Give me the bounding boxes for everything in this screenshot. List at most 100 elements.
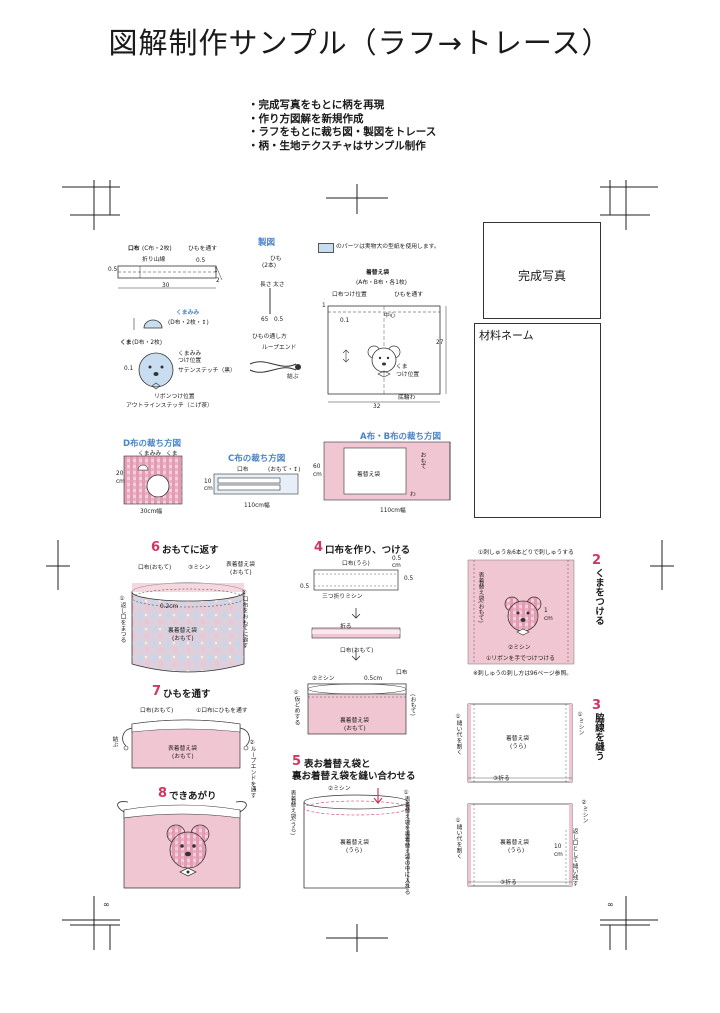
step6-kuchi: 口布(おもて): [138, 565, 172, 571]
kuma-drawing: [138, 352, 174, 390]
step6-number: 6: [151, 540, 161, 555]
kuma-sub: (D布・2枚): [132, 340, 163, 346]
material-placeholder: 材料ネーム: [474, 323, 601, 518]
dim-label: 0.5: [300, 584, 310, 590]
step3-title: 脇線を縫う: [593, 713, 604, 761]
step6-left: ①返し口をまつる: [119, 596, 125, 643]
step2-footnote: ※刺しゅうの刺し方は96ページ参照。: [473, 671, 573, 677]
cut-c-kuchi: 口布: [237, 467, 249, 473]
dim-unit: cm: [313, 472, 322, 478]
himo-sub: (2本): [262, 263, 277, 269]
note-item: ・ラフをもとに裁ち図・製図をトレース: [248, 126, 437, 138]
bag-kuchi: 口布つけ位置: [332, 292, 367, 298]
dim-label: 0.5: [108, 267, 118, 273]
dim-unit: cm: [554, 852, 563, 858]
cut-ab-bag: 着替え袋: [357, 472, 381, 478]
step3-inner2: 裏着替え袋: [500, 840, 529, 846]
step3-number: 3: [592, 698, 602, 713]
step3-drawing-1: [467, 703, 573, 783]
cut-ab-omote: おもて: [419, 452, 425, 470]
himo-title: ひも: [270, 256, 282, 262]
step4-inner-sub: (おもて): [344, 726, 366, 732]
step3-inner2-sub: (うら): [508, 848, 525, 854]
step7-title: ひもを通す: [163, 689, 211, 700]
cut-ab-title: A布・B布の裁ち方図: [360, 432, 442, 442]
step7-loop: ②ループエンドを通す: [249, 740, 255, 799]
page-number-left: ∞: [103, 900, 110, 909]
step4-inner: 裏着替え袋: [340, 718, 369, 724]
cut-d-kuma: くま: [166, 451, 178, 457]
step3-right2b: 返し口として縫い残す: [571, 828, 577, 886]
cut-ab-drawing: [323, 441, 451, 501]
step4-number: 4: [314, 540, 324, 555]
dim-unit: cm: [116, 479, 125, 485]
himo-knot-drawing: [249, 361, 301, 373]
bag-drawing: [327, 305, 447, 403]
himo-length-label: 長さ: [260, 282, 272, 288]
dim-label: 60: [313, 464, 321, 470]
step2-ribbon: ①リボンを手でつけつける: [486, 656, 555, 662]
step3-right2: ②ミシン: [581, 800, 587, 824]
step4-bag-drawing: [307, 683, 407, 735]
step7-bag-sub: (おもて): [172, 754, 194, 760]
step5-inner: 裏着替え袋: [340, 840, 369, 846]
cut-c-drawing: [213, 473, 299, 495]
step4-oru: 折る: [340, 624, 352, 630]
step3-oru: ③折る: [493, 776, 510, 782]
step2-title: くまをつける: [593, 568, 604, 625]
kuchinuno-himo: ひもを通す: [188, 246, 217, 252]
step3-left: ①縫い代を割く: [455, 714, 461, 755]
himo-thick-label: 太さ: [273, 282, 285, 288]
step6-inner: 裏着替え袋: [168, 628, 197, 634]
step5-mishin: ②ミシン: [328, 786, 351, 792]
kumamimi-sub: (D布・2枚・↕): [168, 320, 209, 326]
step5-left: 表着替え袋(うら): [289, 790, 295, 836]
step3-inner: 着替え袋: [506, 736, 530, 742]
step5-drawing: [303, 788, 409, 889]
step4-mishin: ②ミシン: [312, 676, 335, 682]
cut-d-kumamimi: くまみみ: [138, 451, 162, 457]
step5-title: 表お着替え袋と: [304, 759, 371, 770]
step6-mishin: ③ミシン: [188, 565, 211, 571]
dim-label: 10: [554, 844, 562, 850]
step6-drawing: [131, 582, 245, 673]
step7-bag: 表着替え袋: [168, 746, 197, 752]
dim-label: 0.1: [124, 366, 134, 372]
himo-loop: ループエンド: [262, 345, 297, 351]
kumamimi-title: くまみみ: [176, 310, 200, 316]
step8-title: できあがり: [169, 791, 217, 802]
note-item: ・完成写真をもとに柄を再現: [248, 99, 385, 111]
dim-label: 20: [116, 471, 124, 477]
dim-unit: cm: [204, 486, 213, 492]
cut-d-width: 30cm幅: [140, 509, 163, 515]
kuma-mimi-pos2: つけ位置: [178, 358, 202, 364]
dim-label: 0.5: [404, 576, 414, 582]
step2-bag: 表着替え袋(おもて): [477, 572, 483, 623]
step3-right: ①ミシン: [577, 712, 583, 736]
kumamimi-drawing: [133, 318, 163, 330]
himo-toshikata: ひもの通し方: [252, 334, 287, 340]
legend-text: のパーツは実物大の型紙を使用します。: [336, 244, 440, 250]
step5-inner-sub: (うら): [346, 848, 363, 854]
step4-kuchi2: 口布: [396, 670, 408, 676]
cut-c-title: C布の裁ち方図: [228, 454, 286, 464]
cut-ab-width: 110cm幅: [380, 508, 406, 514]
kuma-ribbon: リボンつけ位置: [154, 394, 195, 400]
himo-length: 65: [261, 317, 269, 323]
dim-label: 0.5cm: [364, 676, 383, 682]
step6-bag: 表着替え袋: [226, 562, 255, 568]
bag-kuma-pos: くま: [396, 364, 408, 370]
dim-label: 1: [322, 303, 326, 309]
note-item: ・柄・生地テクスチャはサンプル制作: [248, 139, 426, 152]
dim-label: 0.1: [340, 318, 350, 324]
step6-right: ②口布をおもてに返す: [241, 590, 247, 649]
step7-number: 7: [152, 684, 162, 699]
photo-label: 完成写真: [517, 269, 566, 283]
kuchinuno-sub: (C布・2枚): [142, 246, 172, 252]
dim-label: 1: [214, 268, 218, 274]
dim-label: 1: [544, 608, 548, 614]
kuchinuno-fold: 折り山線: [142, 257, 166, 263]
step6-inner-sub: (おもて): [172, 636, 194, 642]
dim-label: 30: [162, 283, 170, 289]
step4-left: ①仮どめする: [293, 690, 299, 725]
